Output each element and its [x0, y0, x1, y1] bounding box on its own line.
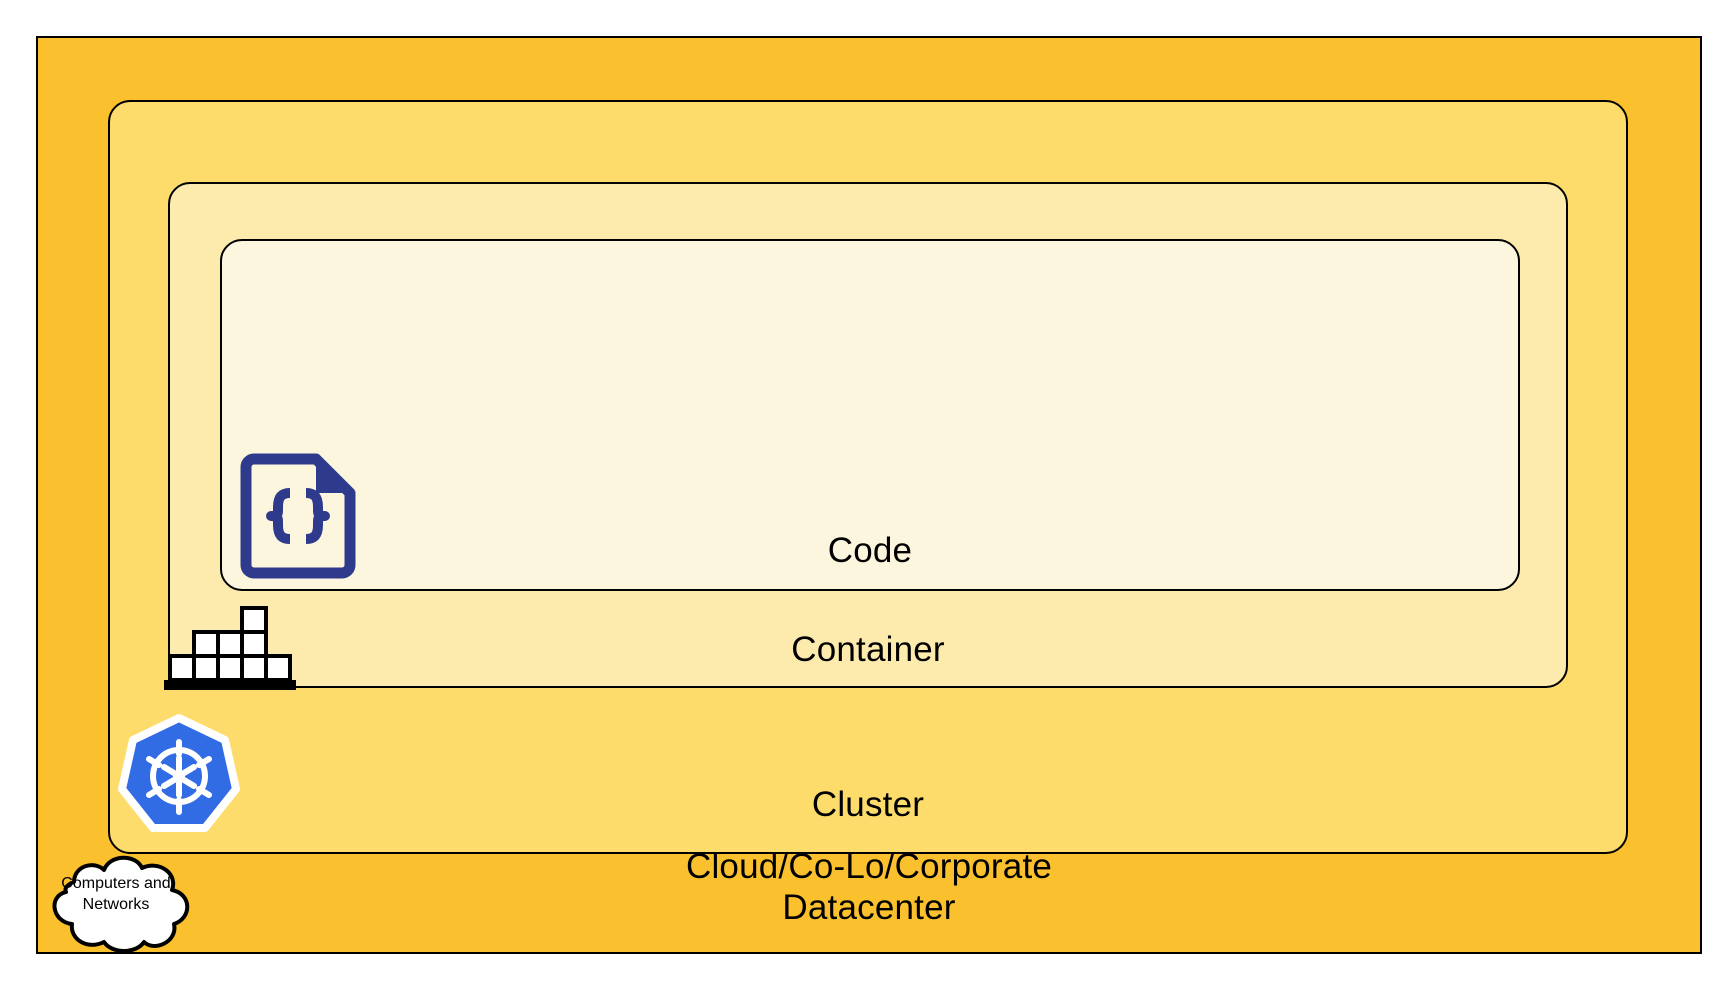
kubernetes-helm-wheel-icon	[118, 714, 240, 832]
layer-label-datacenter: Cloud/Co-Lo/Corporate Datacenter	[685, 847, 1053, 927]
stacked-blocks-icon	[164, 606, 312, 692]
layer-label-cluster: Cluster	[811, 785, 925, 824]
computers-and-networks-cloud[interactable]: Computers and Networks	[36, 848, 196, 953]
code-braces-document-icon	[240, 453, 356, 579]
layer-label-code: Code	[827, 531, 913, 570]
layer-box-code[interactable]	[220, 239, 1520, 591]
cloud-shape-icon	[52, 855, 190, 953]
layer-label-container: Container	[791, 630, 945, 669]
